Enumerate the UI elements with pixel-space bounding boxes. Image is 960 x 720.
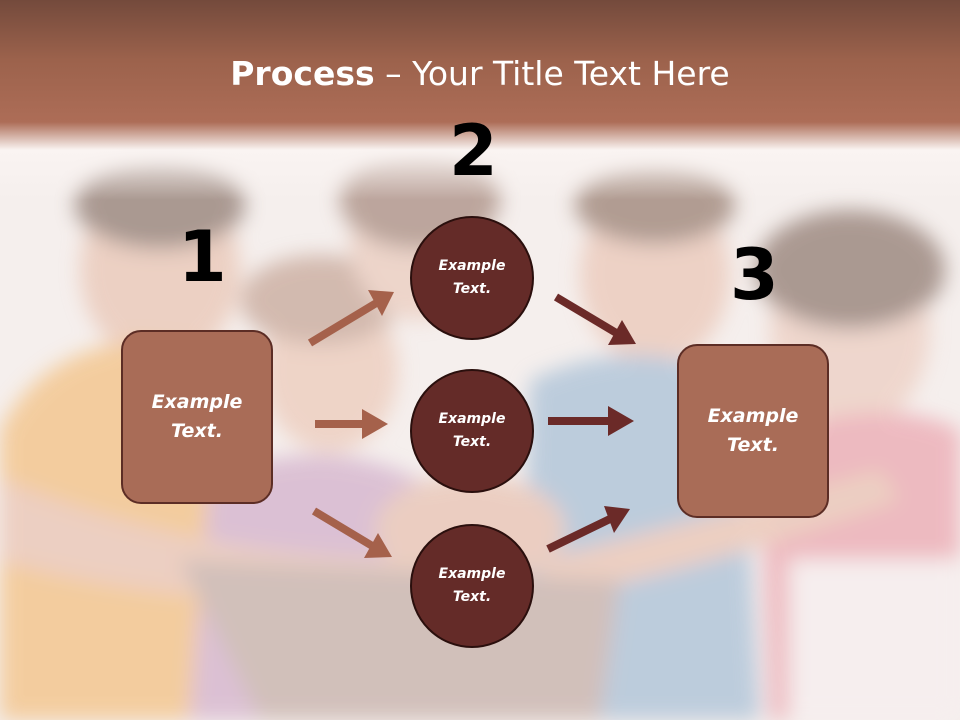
title-banner [0, 0, 960, 200]
circle-top-text: Example Text. [438, 258, 506, 297]
arrow-middle-to-right-head [608, 406, 634, 436]
left-step-box[interactable]: Example Text. [121, 330, 273, 504]
arrow-left-to-bottom [311, 507, 377, 551]
left-step-text: Example Text. [151, 391, 243, 442]
slide-title: Process – Your Title Text Here [0, 52, 960, 96]
title-bold: Process [230, 54, 375, 93]
right-step-text: Example Text. [707, 405, 799, 456]
circle-bottom-text: Example Text. [438, 566, 506, 605]
arrow-top-to-right [553, 293, 621, 338]
step-number-2: 2 [449, 110, 498, 192]
arrow-left-to-bottom-head [364, 533, 392, 558]
arrow-left-to-middle-head [362, 409, 388, 439]
arrow-bottom-to-right [546, 514, 614, 553]
step-number-1: 1 [178, 216, 227, 298]
arrow-left-to-top-head [368, 290, 394, 316]
circle-top[interactable]: Example Text. [410, 216, 534, 340]
circle-middle-text: Example Text. [438, 411, 506, 450]
title-rest: – Your Title Text Here [374, 54, 730, 93]
arrow-bottom-to-right-head [604, 506, 630, 533]
arrow-left-to-top [307, 298, 381, 347]
arrow-top-to-right-head [608, 320, 636, 345]
step-number-3: 3 [730, 234, 779, 316]
circle-middle[interactable]: Example Text. [410, 369, 534, 493]
right-step-box[interactable]: Example Text. [677, 344, 829, 518]
circle-bottom[interactable]: Example Text. [410, 524, 534, 648]
